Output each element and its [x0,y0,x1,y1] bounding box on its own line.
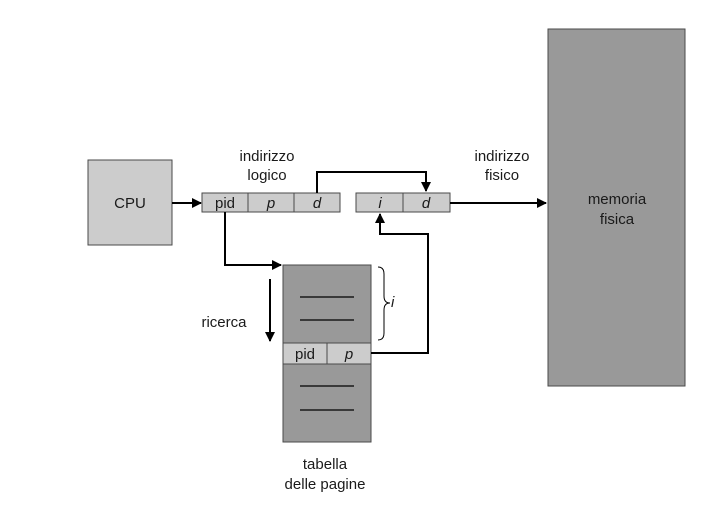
page-table: pid p tabella delle pagine [282,264,372,493]
index-brace: i [377,266,395,341]
brace-icon [377,266,391,341]
page-table-entry-pid-label: pid [295,346,315,363]
search-label: ricerca [201,314,247,331]
logical-pid-label: pid [215,195,235,212]
physical-address-title-line2: fisico [485,167,519,184]
physical-memory: memoria fisica [547,28,686,387]
physical-address: indirizzo fisico i d [355,148,530,213]
physical-d-label: d [422,195,431,212]
physical-i-label: i [378,195,382,212]
page-table-caption-line2: delle pagine [285,476,366,493]
logical-address: indirizzo logico pid p d [201,148,341,213]
logical-address-title-line2: logico [247,167,286,184]
logical-p-label: p [266,195,275,212]
page-table-caption-line1: tabella [303,456,348,473]
physical-memory-rect [547,28,686,387]
brace-index-label: i [391,294,395,311]
cpu-box: CPU [87,159,173,246]
physical-memory-label-line1: memoria [588,191,647,208]
pid-to-page-table-arrow [224,212,282,270]
logical-address-title-line1: indirizzo [239,148,294,165]
physical-address-title-line1: indirizzo [474,148,529,165]
index-to-physical-arrow [371,213,429,354]
logical-d-label: d [313,195,322,212]
search-indicator: ricerca [201,279,275,342]
cpu-label: CPU [114,195,146,212]
cpu-rect [87,159,173,246]
offset-copy-arrow [316,171,431,193]
page-table-entry-p-label: p [344,346,353,363]
physical-memory-label-line2: fisica [600,211,635,228]
